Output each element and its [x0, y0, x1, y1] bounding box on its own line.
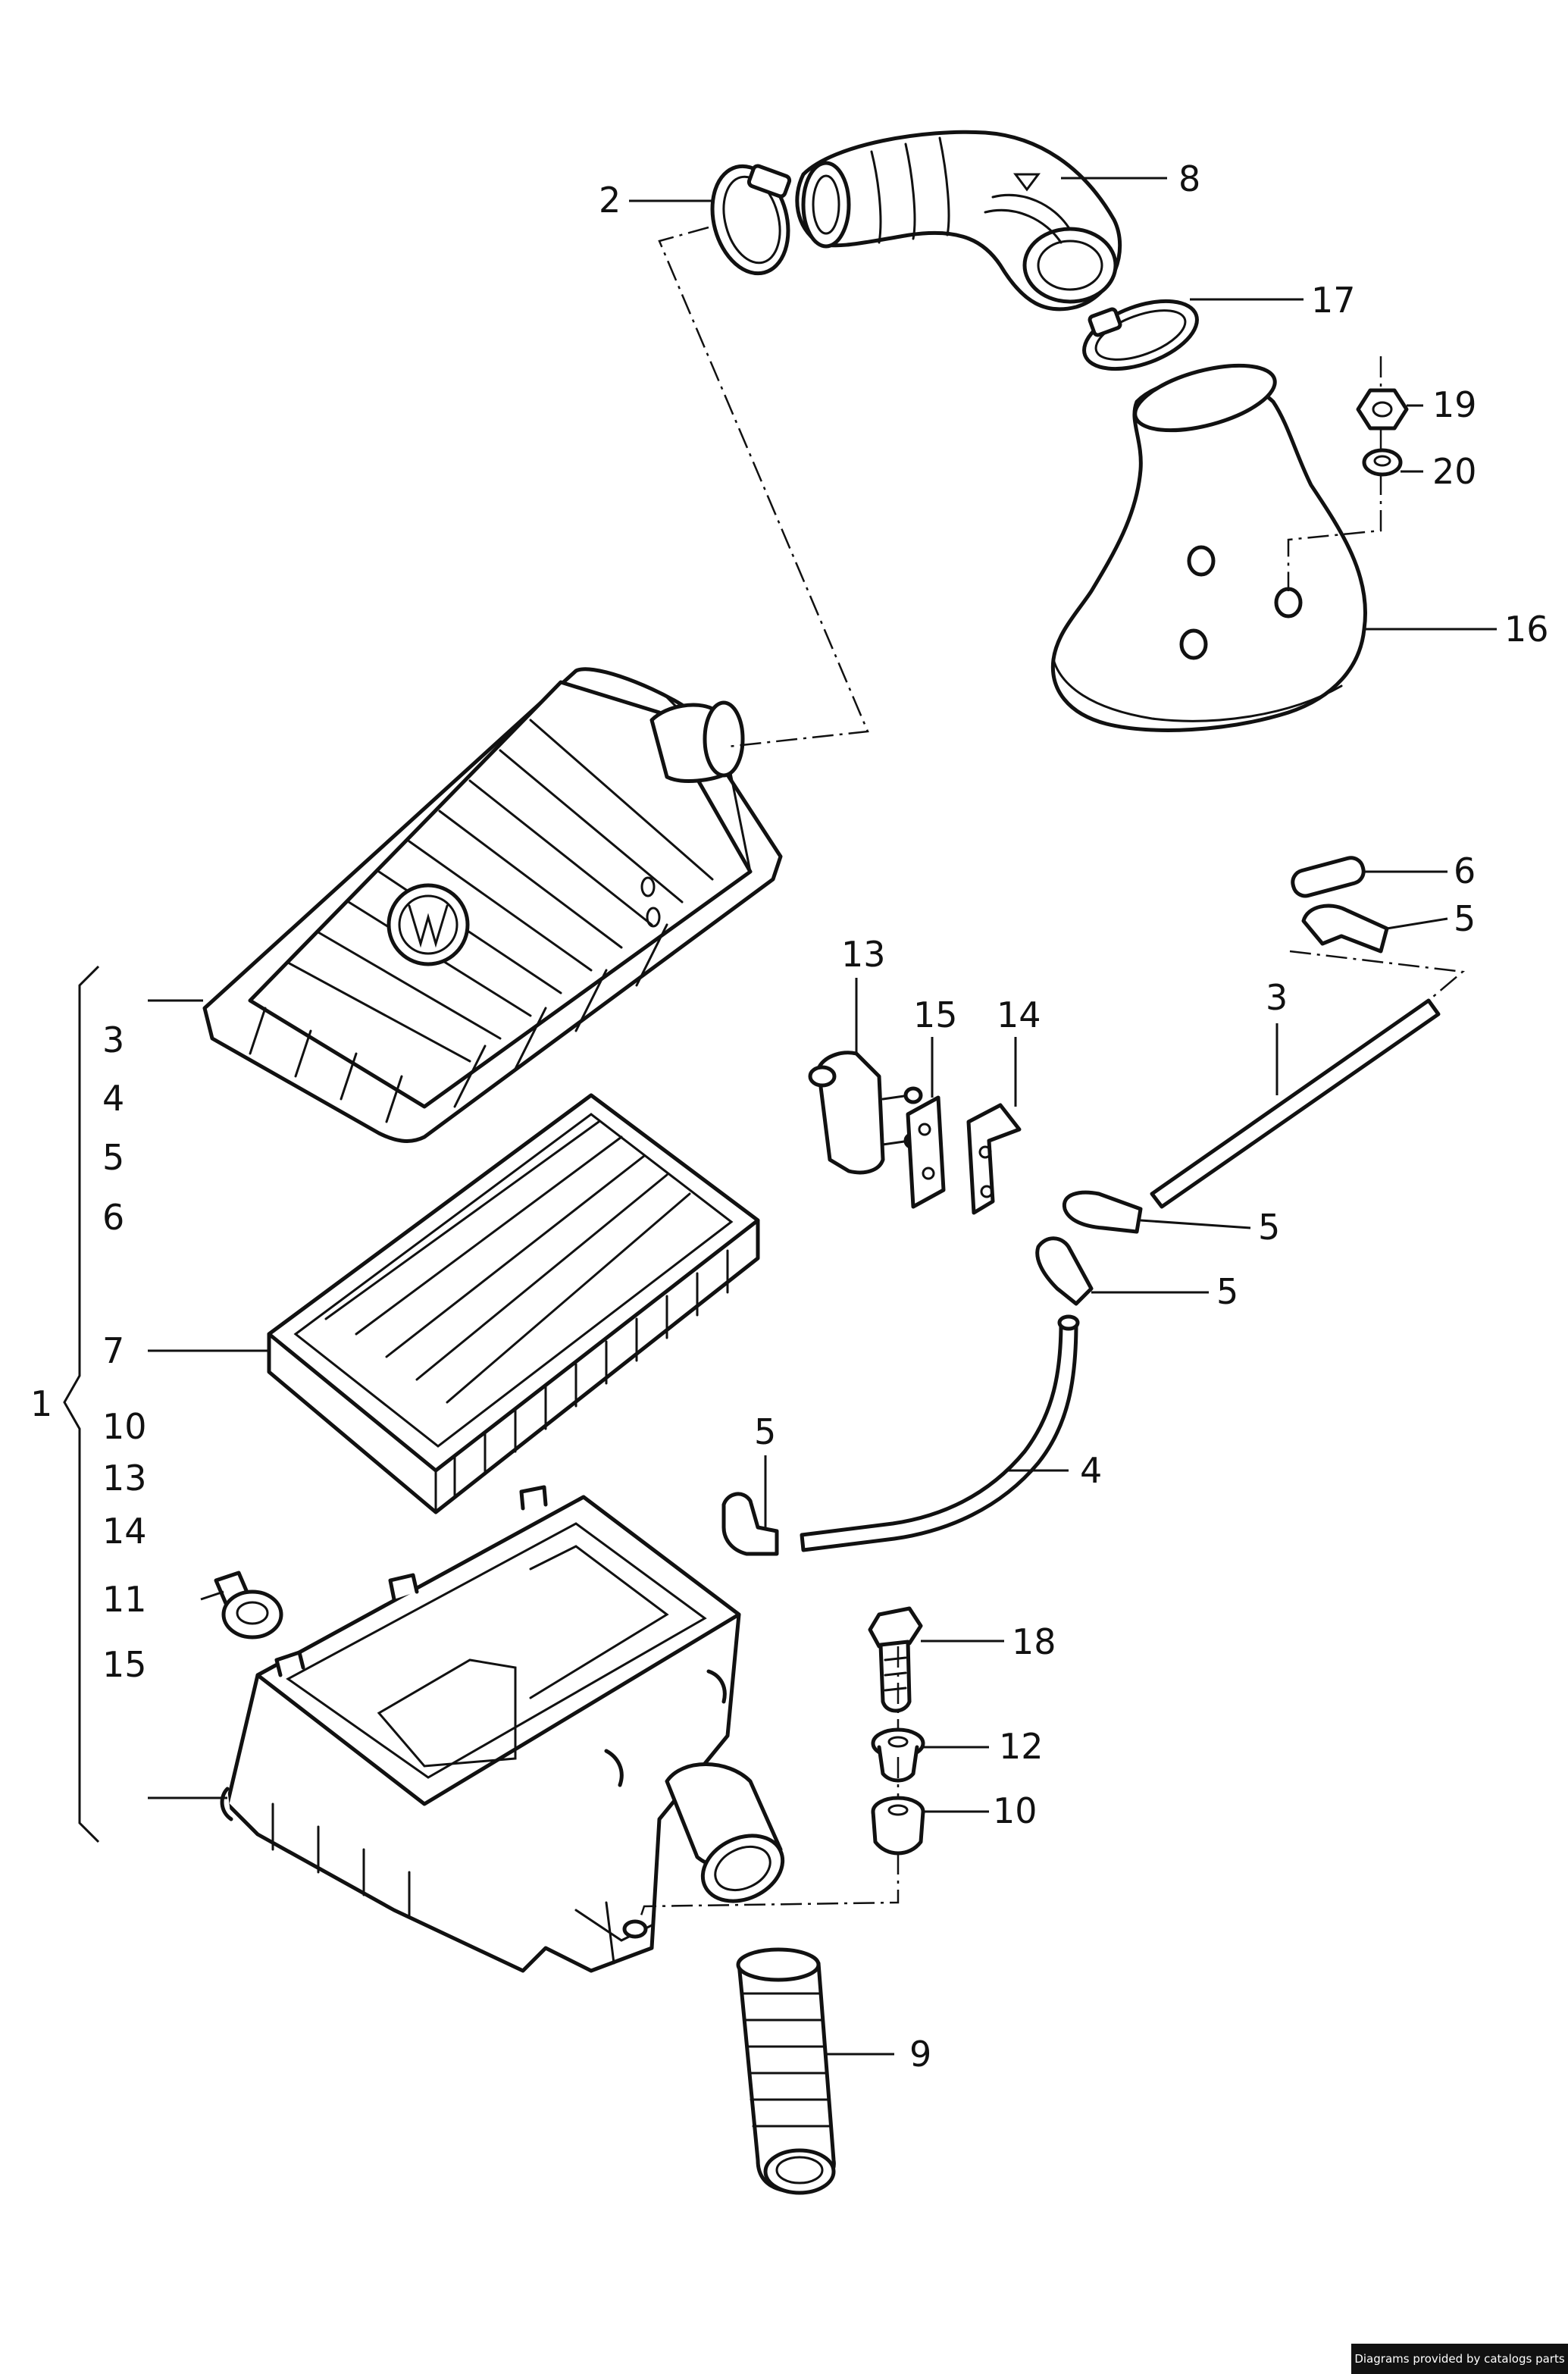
callout-5-mid: 5	[1258, 1207, 1280, 1248]
mounting-grommet	[214, 1571, 283, 1640]
callout-5-low: 5	[1216, 1271, 1238, 1312]
rubber-mount-bracket	[808, 1051, 923, 1175]
elbow-connector-bottom	[721, 1492, 779, 1556]
group-item-3: 3	[102, 1019, 124, 1060]
hollow-bolt	[868, 1606, 923, 1713]
elbow-connector-mid	[1062, 1190, 1143, 1234]
air-filter-element	[267, 1093, 760, 1514]
callout-5-top: 5	[1454, 898, 1476, 939]
group-item-4: 4	[102, 1078, 124, 1119]
callout-17: 17	[1311, 280, 1356, 321]
callout-1: 1	[30, 1383, 52, 1424]
group-item-5: 5	[102, 1137, 124, 1178]
credit-badge: Diagrams provided by catalogs parts	[1351, 2344, 1568, 2374]
group-item-10: 10	[102, 1406, 147, 1447]
callout-6-top: 6	[1454, 850, 1476, 891]
intake-elbow-hose	[795, 130, 1122, 312]
callout-15: 15	[913, 994, 958, 1035]
callout-2: 2	[599, 180, 621, 221]
elbow-connector-low	[1035, 1236, 1094, 1306]
callout-9: 9	[909, 2034, 931, 2075]
air-filter-housing-lower	[220, 1485, 785, 1973]
callout-4: 4	[1080, 1450, 1102, 1491]
callout-19: 19	[1432, 384, 1477, 425]
callout-14: 14	[997, 994, 1041, 1035]
group-item-6: 6	[102, 1197, 124, 1238]
assembly-group-list: 3 4 5 6 7 10 13 14 11 15	[102, 1019, 147, 1685]
assembly-lines	[635, 226, 1466, 1930]
leader-lines	[63, 177, 1497, 2056]
callout-labels: 2 8 17 19 20 16 6 5 3 13 15 14 5 5 5 4 1…	[30, 158, 1549, 2075]
callout-3: 3	[1266, 977, 1288, 1018]
group-item-11: 11	[102, 1579, 147, 1620]
air-filter-housing-cover	[202, 667, 783, 1143]
breather-hose	[800, 1314, 1080, 1552]
hose-connector-straight	[1291, 856, 1366, 898]
callout-5-bottom: 5	[754, 1411, 776, 1452]
retaining-clip	[966, 1103, 1022, 1215]
callout-20: 20	[1432, 451, 1477, 492]
elbow-connector-top	[1301, 904, 1389, 954]
callout-8: 8	[1178, 158, 1200, 199]
group-item-15: 15	[102, 1644, 147, 1685]
hose-clamp-upper	[710, 164, 792, 276]
group-item-7: 7	[102, 1330, 124, 1371]
washer	[1362, 448, 1403, 477]
group-item-13: 13	[102, 1458, 147, 1499]
hose-clamp-lower	[1082, 299, 1199, 371]
rubber-buffer	[871, 1796, 925, 1856]
air-duct-resonator	[1050, 363, 1367, 732]
callout-18: 18	[1012, 1621, 1056, 1662]
corrugated-intake-hose	[736, 1947, 836, 2195]
group-item-14: 14	[102, 1511, 147, 1552]
callout-16: 16	[1504, 609, 1549, 650]
breather-pipe	[1150, 998, 1441, 1209]
callout-10: 10	[993, 1790, 1038, 1831]
hex-nut	[1356, 388, 1409, 431]
callout-13: 13	[841, 934, 886, 975]
callout-12: 12	[999, 1726, 1044, 1767]
mounting-plate	[906, 1095, 946, 1209]
